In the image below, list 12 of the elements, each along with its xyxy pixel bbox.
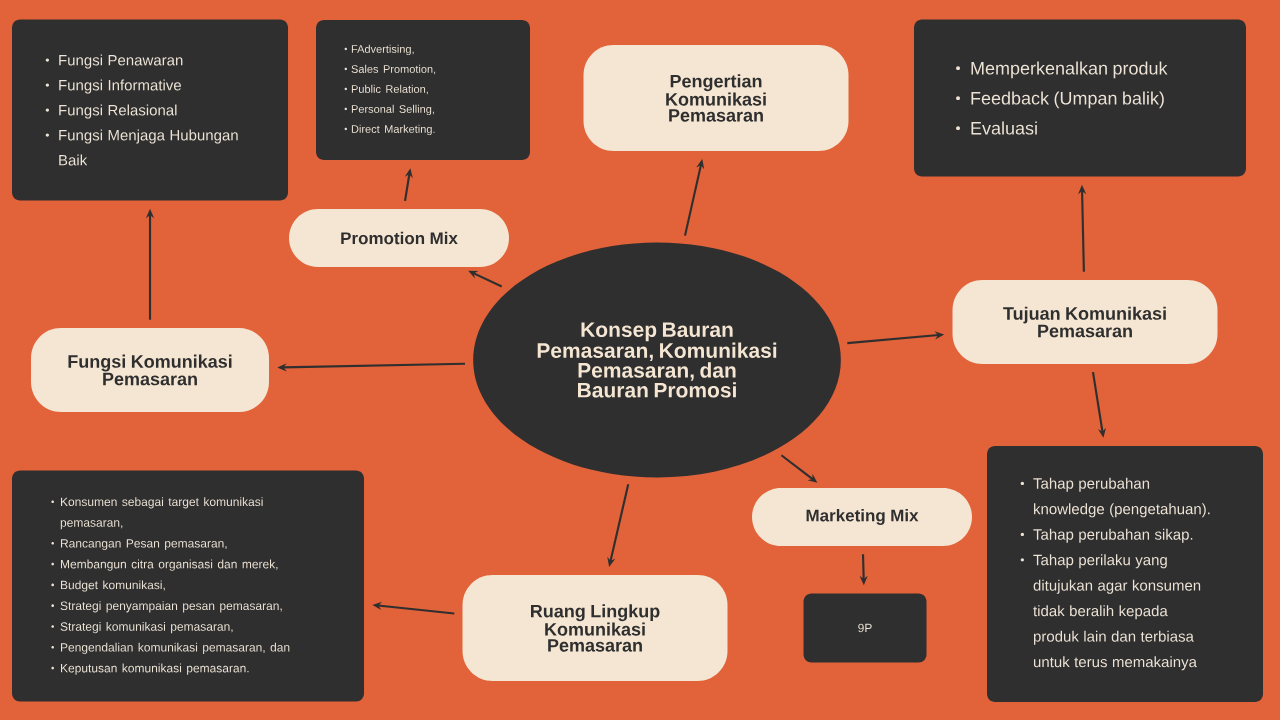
info-box: Konsumen sebagai target komunikasi pemasaran, Rancangan Pesan pemasaran, Membangun citra organisasi dan merek, Budget komunikasi, Strategi penyampaian pesan pemasaran, Strategi komunikasi pemasaran, Pengendalian komunikasi pemasaran, dan Keputusan komunikasi pemasaran. bbox=[12, 470, 364, 702]
info-box: 9P bbox=[803, 593, 927, 663]
topic-pill: Pengertian Komunikasi Pemasaran bbox=[583, 45, 849, 151]
topic-pill: Tujuan Komunikasi Pemasaran bbox=[952, 280, 1218, 364]
info-box: Fungsi Penawaran Fungsi Informative Fungsi Relasional Fungsi Menjaga Hubungan Baik bbox=[12, 19, 288, 201]
topic-pill: Marketing Mix bbox=[752, 488, 972, 546]
info-box: Tahap perubahan knowledge (pengetahuan). Tahap perubahan sikap. Tahap perilaku yang ditujukan agar konsumen tidak beralih kepada produk lain dan terbiasa untuk terus memakainya bbox=[987, 446, 1263, 702]
topic-pill: Promotion Mix bbox=[289, 209, 509, 267]
topic-pill: Fungsi Komunikasi Pemasaran bbox=[31, 328, 269, 412]
info-box: Memperkenalkan produk Feedback (Umpan balik) Evaluasi bbox=[914, 19, 1246, 177]
info-box: FAdvertising, Sales Promotion, Public Relation, Personal Selling, Direct Marketing. bbox=[316, 20, 530, 160]
topic-pill: Ruang Lingkup Komunikasi Pemasaran bbox=[462, 575, 728, 681]
